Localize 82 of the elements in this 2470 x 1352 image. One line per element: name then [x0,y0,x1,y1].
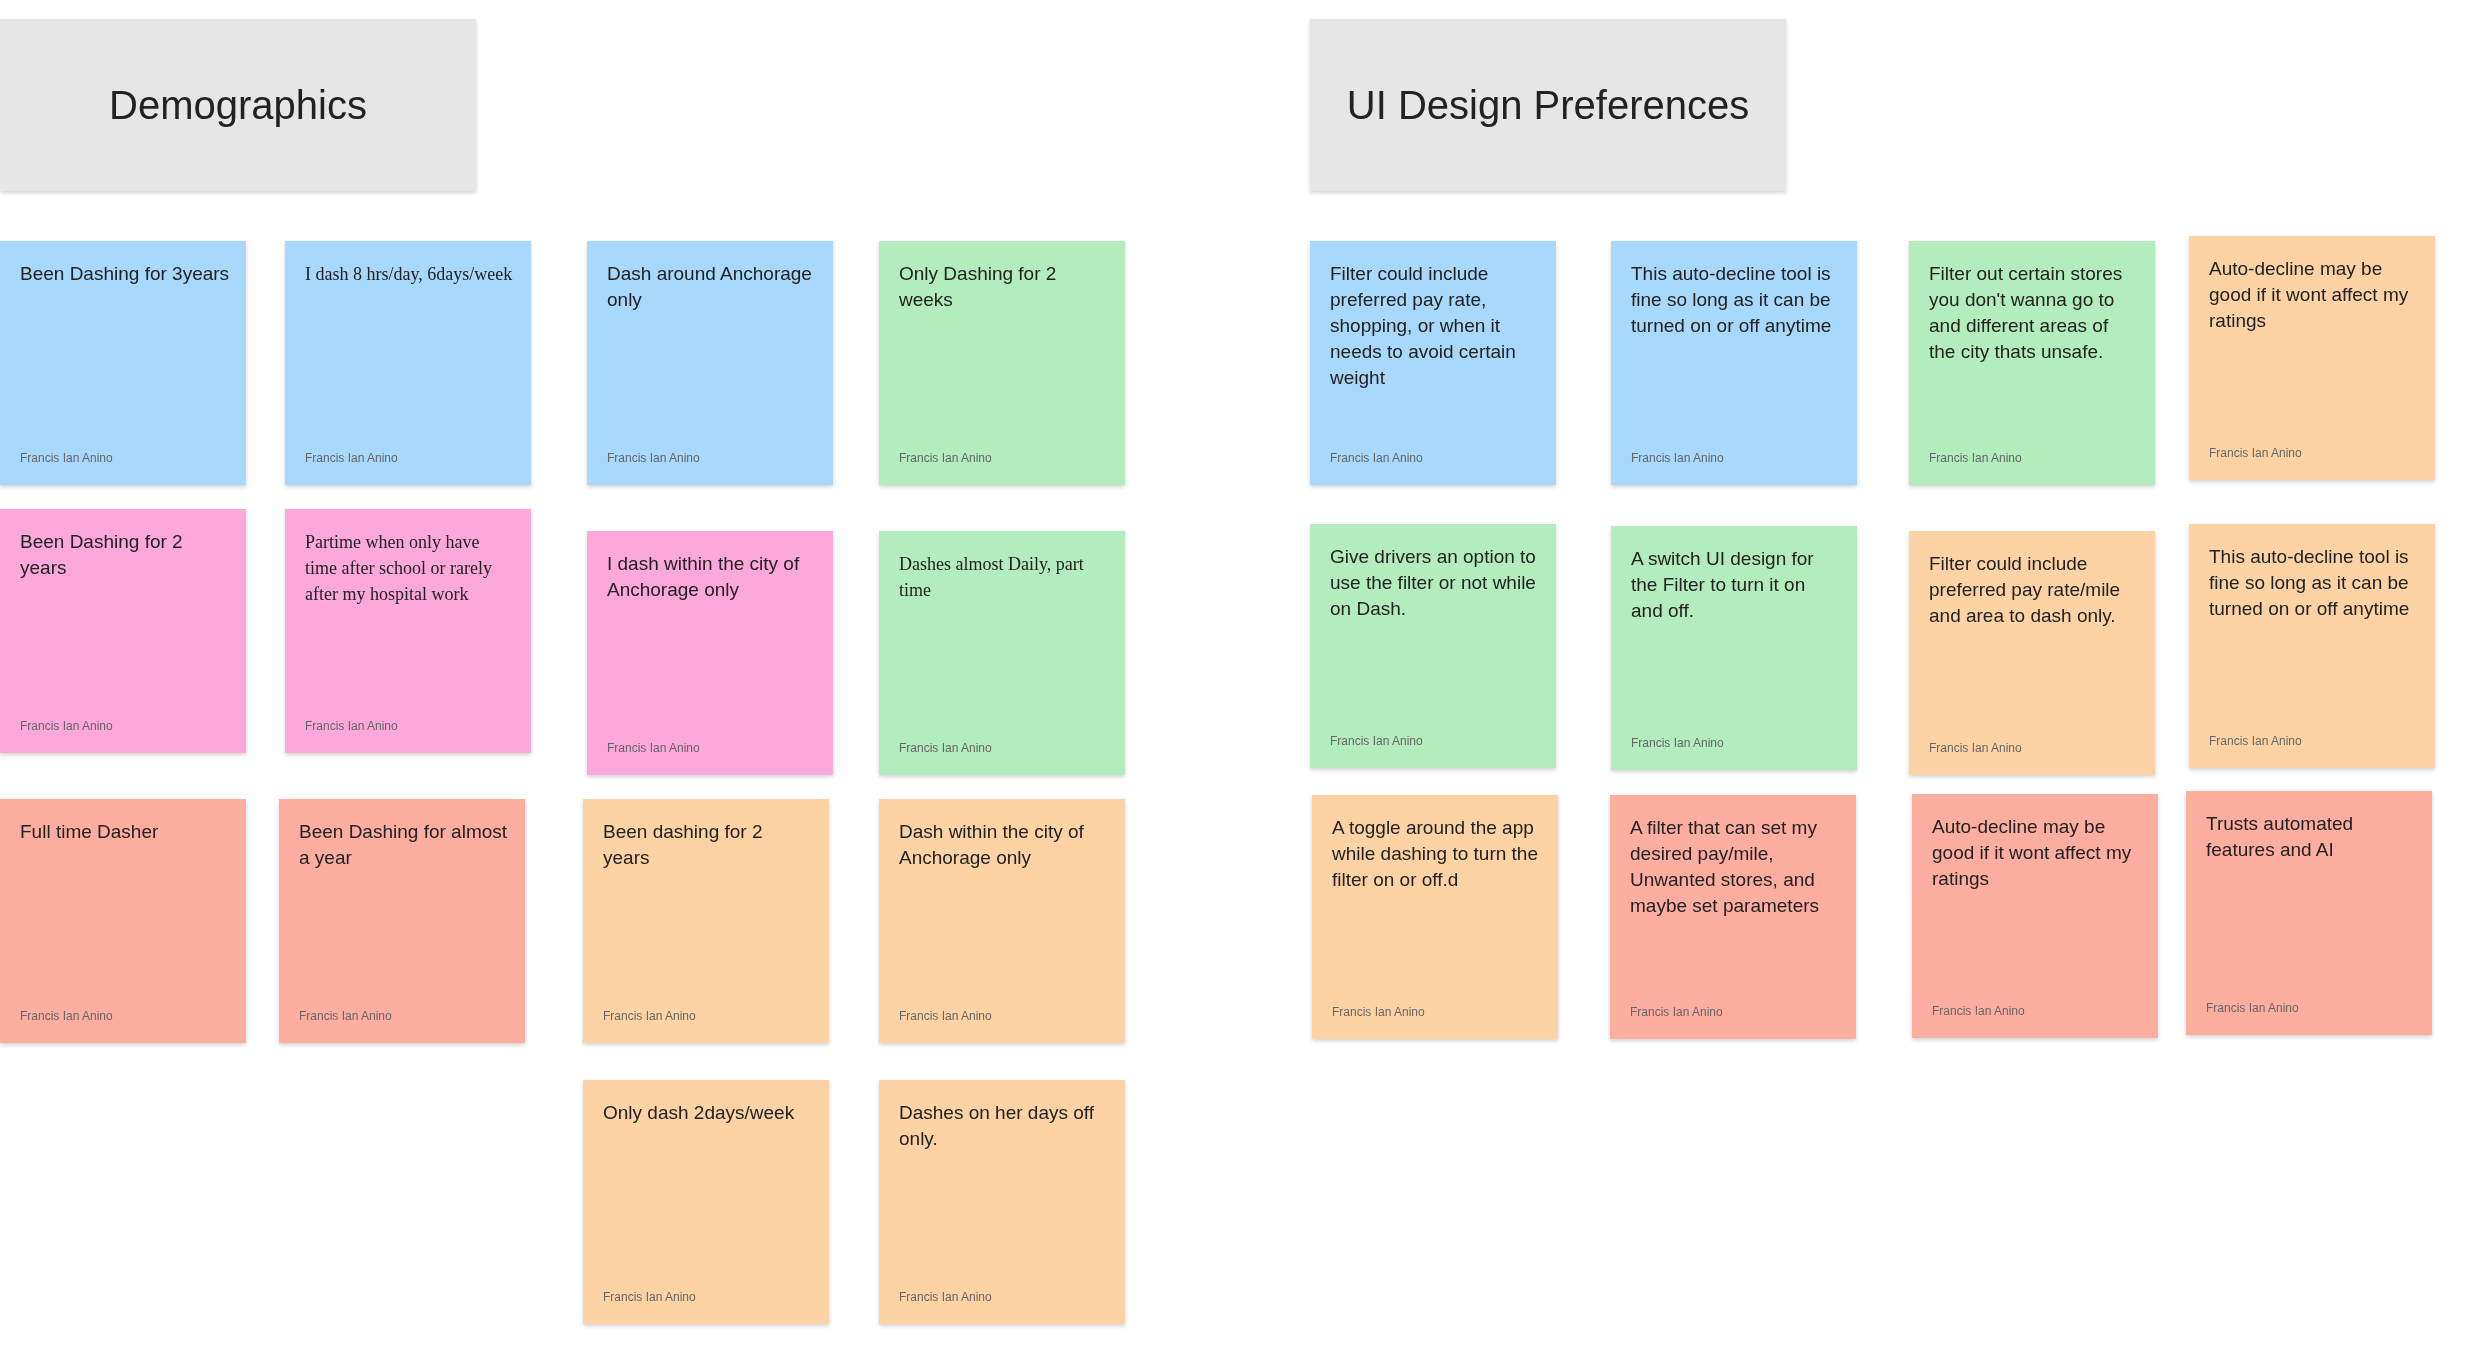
author-name: Francis Ian Anino [20,451,113,465]
sticky-note [1909,531,2155,775]
note-text: Filter could include preferred pay rate, shopping, or when it needs to avoid certain weight [1330,262,1517,390]
author-name: Francis Ian Anino [20,1009,113,1023]
note-text: Been dashing for 2 years [603,820,764,870]
author-name: Francis Ian Anino [2209,734,2302,748]
sticky-note [583,799,829,1043]
note-text: Dash around Anchorage only [607,262,813,312]
sticky-note [1909,241,2155,485]
sticky-note [879,241,1125,485]
author-name: Francis Ian Anino [1929,741,2022,755]
note-text: Give drivers an option to use the filter or not while on Dash. [1330,545,1537,621]
note-text: Filter out certain stores you don't wanna go to and different areas of the city thats unsafe. [1929,262,2124,364]
author-name: Francis Ian Anino [603,1290,696,1304]
author-name: Francis Ian Anino [299,1009,392,1023]
sticky-note [1310,524,1556,768]
note-text: Auto-decline may be good if it wont affect my ratings [2209,257,2410,333]
note-text: This auto-decline tool is fine so long as it can be turned on or off anytime [2209,545,2411,621]
author-name: Francis Ian Anino [2209,446,2302,460]
sticky-note [285,241,531,485]
author-name: Francis Ian Anino [899,1290,992,1304]
author-name: Francis Ian Anino [1330,451,1423,465]
note-text: Full time Dasher [20,820,160,844]
section-title: UI Design Preferences [1346,82,1750,128]
sticky-note [0,509,246,753]
note-text: Been Dashing for 3years [20,262,230,286]
note-text: Trusts automated features and AI [2206,812,2355,862]
author-name: Francis Ian Anino [305,719,398,733]
author-name: Francis Ian Anino [1332,1005,1425,1019]
sticky-note [583,1080,829,1324]
sticky-note [0,241,246,485]
author-name: Francis Ian Anino [305,451,398,465]
note-text: Only Dashing for 2 weeks [899,262,1058,312]
sticky-note [1611,241,1857,485]
author-name: Francis Ian Anino [607,451,700,465]
author-name: Francis Ian Anino [20,719,113,733]
sticky-note [879,531,1125,775]
section-header [1310,19,1786,191]
author-name: Francis Ian Anino [2206,1001,2299,1015]
sticky-note [2189,236,2435,480]
note-text: I dash 8 hrs/day, 6days/week [305,263,514,286]
author-name: Francis Ian Anino [899,1009,992,1023]
section-title: Demographics [109,82,367,128]
note-text: Been Dashing for almost a year [299,820,509,870]
note-text: Filter could include preferred pay rate/mile and area to dash only. [1929,552,2122,628]
author-name: Francis Ian Anino [1631,451,1724,465]
note-text: Been Dashing for 2 years [20,530,184,580]
author-name: Francis Ian Anino [1932,1004,2025,1018]
note-text: This auto-decline tool is fine so long as it can be turned on or off anytime [1631,262,1833,338]
author-name: Francis Ian Anino [899,451,992,465]
author-name: Francis Ian Anino [607,741,700,755]
note-text: Dash within the city of Anchorage only [899,820,1085,870]
author-name: Francis Ian Anino [603,1009,696,1023]
sticky-note [879,1080,1125,1324]
author-name: Francis Ian Anino [1631,736,1724,750]
note-text: A filter that can set my desired pay/mile, Unwanted stores, and maybe set parameters [1630,816,1821,918]
author-name: Francis Ian Anino [1630,1005,1723,1019]
sticky-note [1312,795,1558,1039]
author-name: Francis Ian Anino [1330,734,1423,748]
sticky-note [279,799,525,1043]
note-text: Dashes almost Daily, part time [899,553,1085,602]
sticky-note [285,509,531,753]
section-header [0,19,476,191]
note-text: Auto-decline may be good if it wont affect my ratings [1932,815,2133,891]
note-text: Only dash 2days/week [603,1101,796,1125]
sticky-note [2186,791,2432,1035]
sticky-note [0,799,246,1043]
sticky-note [587,241,833,485]
note-text: Dashes on her days off only. [899,1101,1096,1151]
author-name: Francis Ian Anino [1929,451,2022,465]
sticky-note [879,799,1125,1043]
author-name: Francis Ian Anino [899,741,992,755]
sticky-note [587,531,833,775]
sticky-note [1610,795,1856,1039]
sticky-note [1912,794,2158,1038]
note-text: I dash within the city of Anchorage only [607,552,801,602]
sticky-note [1310,241,1556,485]
note-text: A toggle around the app while dashing to turn the filter on or off.d [1332,816,1539,892]
note-text: A switch UI design for the Filter to turn it on and off. [1631,547,1815,623]
sticky-note [1611,526,1857,770]
note-text: Partime when only have time after school or rarely after my hospital work [305,531,493,606]
sticky-note [2189,524,2435,768]
